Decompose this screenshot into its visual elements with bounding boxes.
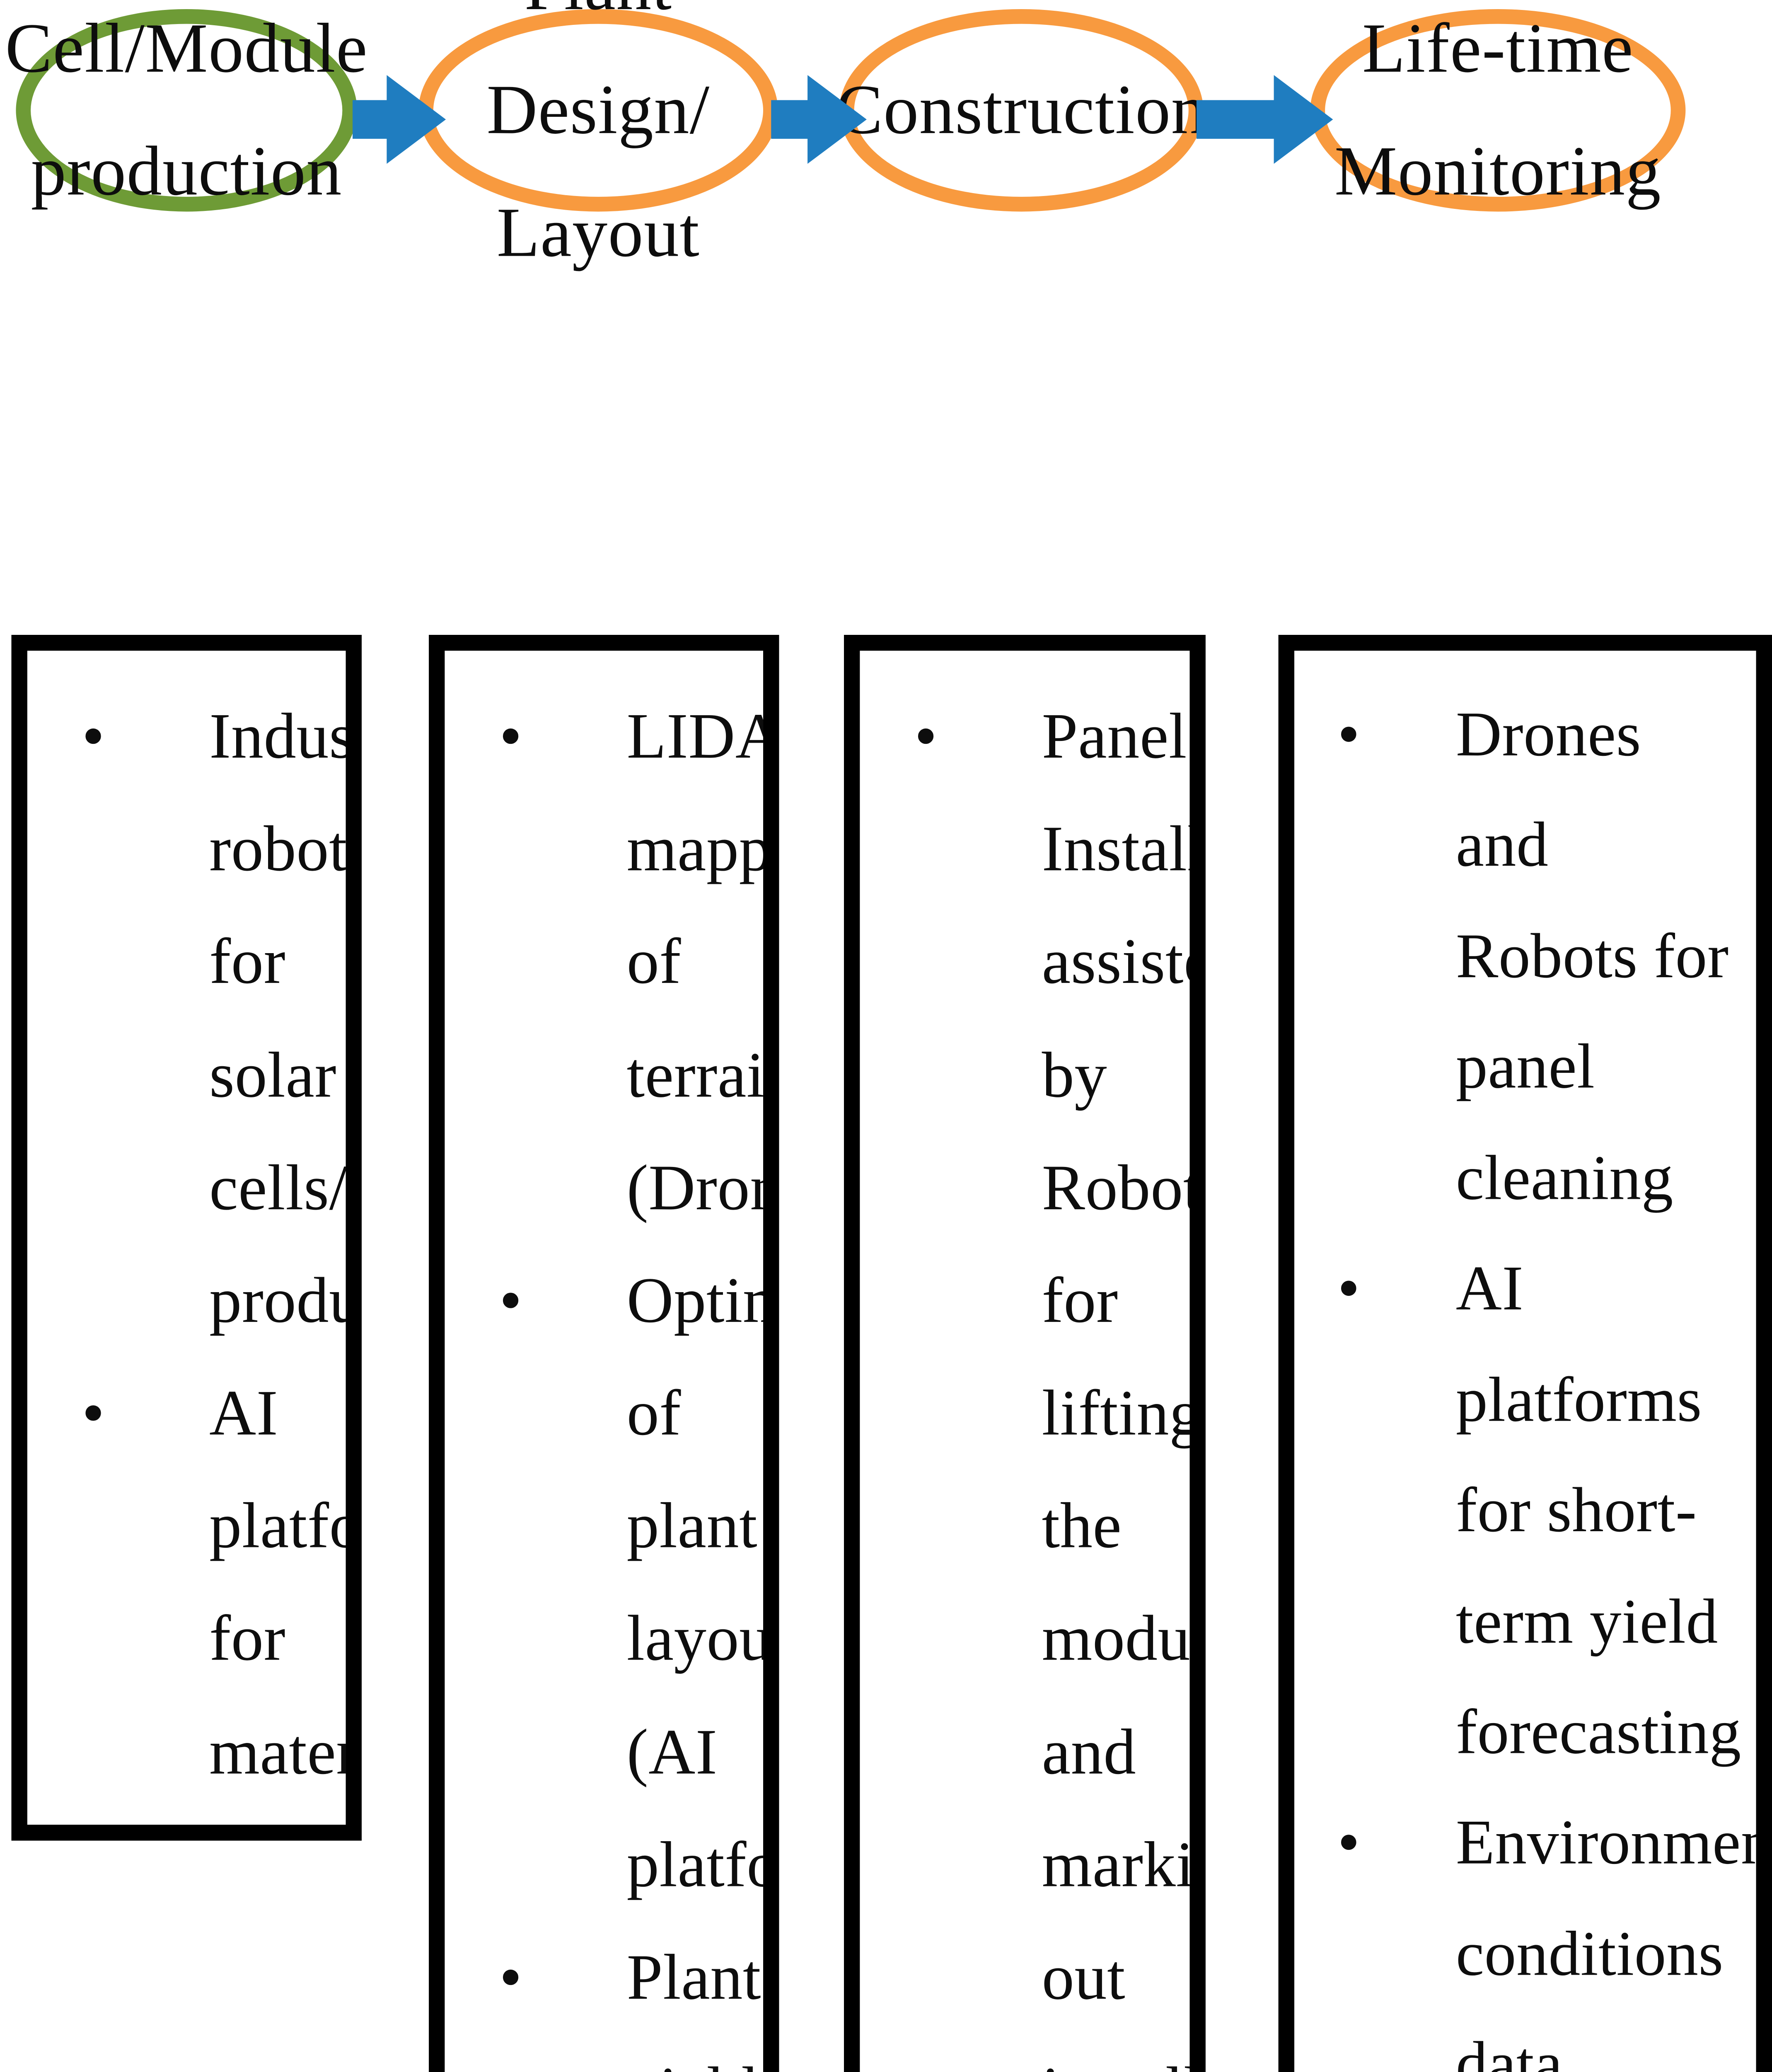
list-item: • AI platforms for material optimization <box>39 1357 346 1825</box>
stage-item-list: • Panel Installation assisted by Robots … <box>860 651 1189 2072</box>
stage-ellipse-cell-module-production[interactable]: Cell/Module production <box>5 9 367 212</box>
bullet-icon: • <box>914 701 938 772</box>
stage-label-life-time-monitoring: Life-time Monitoring <box>1334 10 1661 211</box>
arrow-head <box>1274 75 1333 164</box>
bullet-icon: • <box>82 701 105 772</box>
list-item: • LIDAR mapping of terrain (Drones/Robot… <box>456 680 763 1244</box>
list-item-text: AI platforms for short-term yield foreca… <box>1455 1254 1741 1768</box>
list-item: • Plant yield forecasting over its lifet… <box>456 1921 761 2072</box>
arrow-head <box>807 75 867 164</box>
list-item-text: LIDAR mapping of terrain (Drones/Robots) <box>626 701 779 1224</box>
list-item-text: Plant yield forecasting over its lifetim… <box>626 1941 762 2072</box>
stage-label-cell-module-production: Cell/Module production <box>5 10 368 211</box>
stage-detail-box-construction: • Panel Installation assisted by Robots … <box>844 634 1206 2072</box>
stage-item-list: • LIDAR mapping of terrain (Drones/Robot… <box>445 651 763 2072</box>
list-item-text: Drones and Robots for panel cleaning <box>1455 700 1729 1214</box>
stage-item-list: • Industrial robots for solar cells/modu… <box>27 651 346 1825</box>
bullet-icon: • <box>1337 1254 1360 1324</box>
stage-detail-box-life-time-monitoring: • Drones and Robots for panel cleaning •… <box>1278 634 1772 2072</box>
stage-item-list: • Drones and Robots for panel cleaning •… <box>1294 651 1756 2072</box>
bullet-icon: • <box>1337 700 1360 770</box>
list-item: • Panel Installation assisted by Robots … <box>871 680 1189 2072</box>
bullet-icon: • <box>499 1265 522 1337</box>
list-item: • Drones and Robots for panel cleaning <box>1305 680 1745 1234</box>
arrow-shaft <box>1196 100 1286 139</box>
list-item-text: AI platforms for material optimization <box>209 1377 362 1788</box>
list-item: • Environmental conditions data capture … <box>1305 1789 1756 2072</box>
stage-detail-box-plant-design-layout: • LIDAR mapping of terrain (Drones/Robot… <box>428 634 779 2072</box>
list-item-text: Industrial robots for solar cells/module… <box>209 701 362 1337</box>
list-item: • AI platforms for short-term yield fore… <box>1305 1234 1745 1789</box>
stage-detail-box-cell-module-production: • Industrial robots for solar cells/modu… <box>11 634 362 1841</box>
bullet-icon: • <box>499 701 522 772</box>
bullet-icon: • <box>1337 1808 1360 1879</box>
stage-label-construction: Construction <box>836 71 1207 149</box>
stage-ellipse-construction[interactable]: Construction <box>836 9 1206 212</box>
flow-diagram: Cell/Module production Plant Design/ Lay… <box>5 0 1772 2072</box>
stage-ellipse-life-time-monitoring[interactable]: Life-time Monitoring <box>1310 9 1686 212</box>
stage-ellipse-plant-design-layout[interactable]: Plant Design/ Layout <box>418 0 778 272</box>
list-item-text: Optimization of plant layout (AI platfor… <box>626 1265 779 1901</box>
list-item-text: Panel Installation assisted by Robots fo… <box>1042 701 1206 2072</box>
arrow-head <box>387 75 446 164</box>
bullet-icon: • <box>499 1941 522 2014</box>
bullet-icon: • <box>82 1377 105 1450</box>
list-item-text: Environmental conditions data capture an… <box>1455 1808 1772 2072</box>
list-item: • Industrial robots for solar cells/modu… <box>39 680 346 1357</box>
list-item: • Optimization of plant layout (AI platf… <box>456 1244 763 1921</box>
stage-label-plant-design-layout: Plant Design/ Layout <box>486 0 710 272</box>
